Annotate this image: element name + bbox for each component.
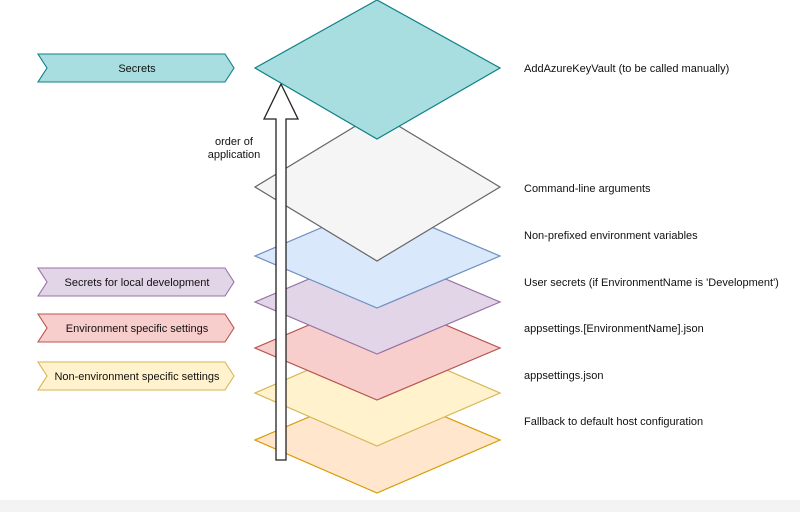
tag-local-development-shape bbox=[36, 267, 235, 297]
tag-environment-specific-shape bbox=[36, 313, 235, 343]
order-arrow-label-line2: application bbox=[208, 149, 261, 161]
layer-azure-key-vault-label: AddAzureKeyVault (to be called manually) bbox=[524, 63, 729, 75]
layer-command-line-label: Command-line arguments bbox=[524, 183, 651, 195]
tag-secrets-shape bbox=[36, 53, 235, 83]
tag-local-development-label: Secrets for local development bbox=[65, 277, 210, 289]
order-arrow-label-line1: order of bbox=[215, 136, 254, 148]
layer-appsettings-label: appsettings.json bbox=[524, 370, 604, 382]
layer-fallback-label: Fallback to default host configuration bbox=[524, 416, 703, 428]
tag-secrets-label: Secrets bbox=[118, 63, 156, 75]
tag-non-environment-specific-label: Non-environment specific settings bbox=[54, 371, 220, 383]
bottom-divider bbox=[0, 500, 800, 512]
layer-azure-key-vault-diamond bbox=[253, 0, 502, 140]
layer-appsettings-environment-label: appsettings.[EnvironmentName].json bbox=[524, 323, 704, 335]
layer-environment-variables-label: Non-prefixed environment variables bbox=[524, 230, 698, 242]
tag-environment-specific-label: Environment specific settings bbox=[66, 323, 209, 335]
order-arrow-icon bbox=[262, 82, 300, 461]
tag-non-environment-specific-shape bbox=[36, 361, 235, 391]
layer-user-secrets-label: User secrets (if EnvironmentName is 'Dev… bbox=[524, 277, 779, 289]
layer-command-line-diamond bbox=[253, 112, 502, 262]
